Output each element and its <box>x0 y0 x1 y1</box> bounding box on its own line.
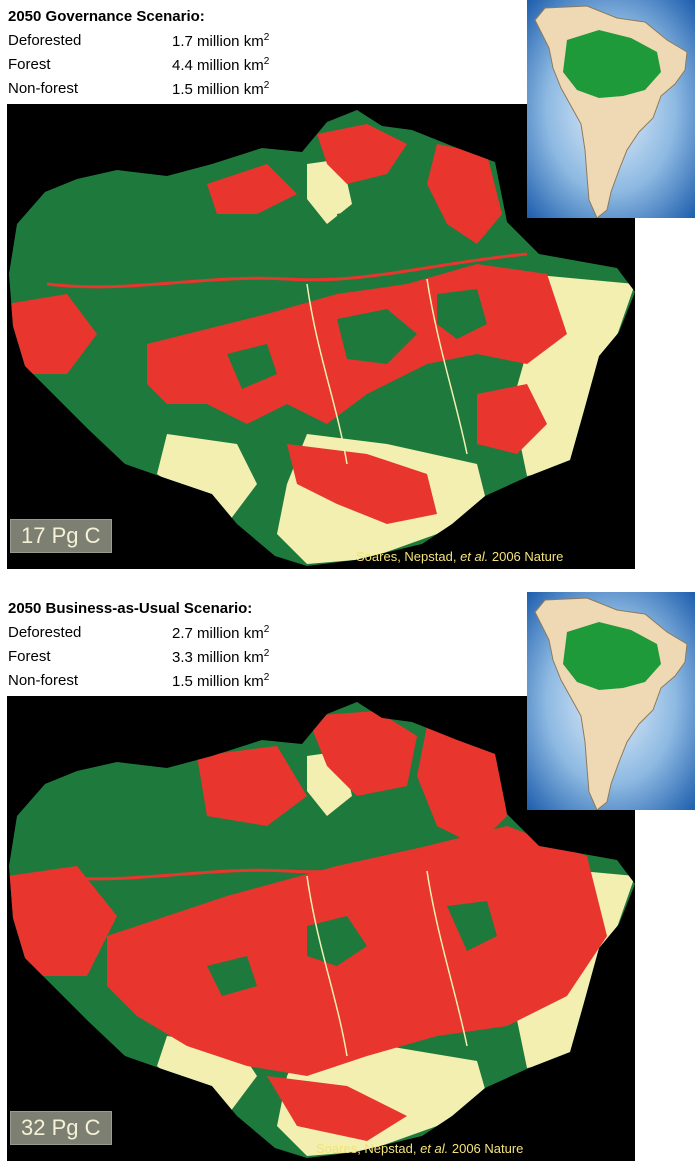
south-america-locator-map <box>527 592 695 810</box>
scenario-title: 2050 Business-as-Usual Scenario: <box>8 600 253 617</box>
south-america-locator-map <box>527 0 695 218</box>
forest-value: 4.4 million km2 <box>172 56 270 74</box>
business-as-usual-scenario-panel: 2050 Business-as-Usual Scenario: Defores… <box>0 592 695 1161</box>
non-forest-value: 1.5 million km2 <box>172 672 270 690</box>
scenario-title: 2050 Governance Scenario: <box>8 8 205 25</box>
non-forest-label: Non-forest <box>8 80 79 97</box>
forest-label: Forest <box>8 648 51 665</box>
amazon-basin-map <box>7 696 635 1161</box>
forest-label: Forest <box>8 56 51 73</box>
deforested-value: 1.7 million km2 <box>172 32 270 50</box>
deforested-label: Deforested <box>8 624 82 641</box>
deforested-label: Deforested <box>8 32 82 49</box>
source-credit: Soares, Nepstad, et al. 2006 Nature <box>356 549 564 564</box>
non-forest-label: Non-forest <box>8 672 79 689</box>
carbon-emissions-badge: 17 Pg C <box>10 519 112 553</box>
source-credit: Soares, Nepstad, et al. 2006 Nature <box>316 1141 524 1156</box>
governance-scenario-panel: 2050 Governance Scenario: Deforested 1.7… <box>0 0 695 580</box>
deforested-value: 2.7 million km2 <box>172 624 270 642</box>
forest-value: 3.3 million km2 <box>172 648 270 666</box>
carbon-emissions-badge: 32 Pg C <box>10 1111 112 1145</box>
non-forest-value: 1.5 million km2 <box>172 80 270 98</box>
